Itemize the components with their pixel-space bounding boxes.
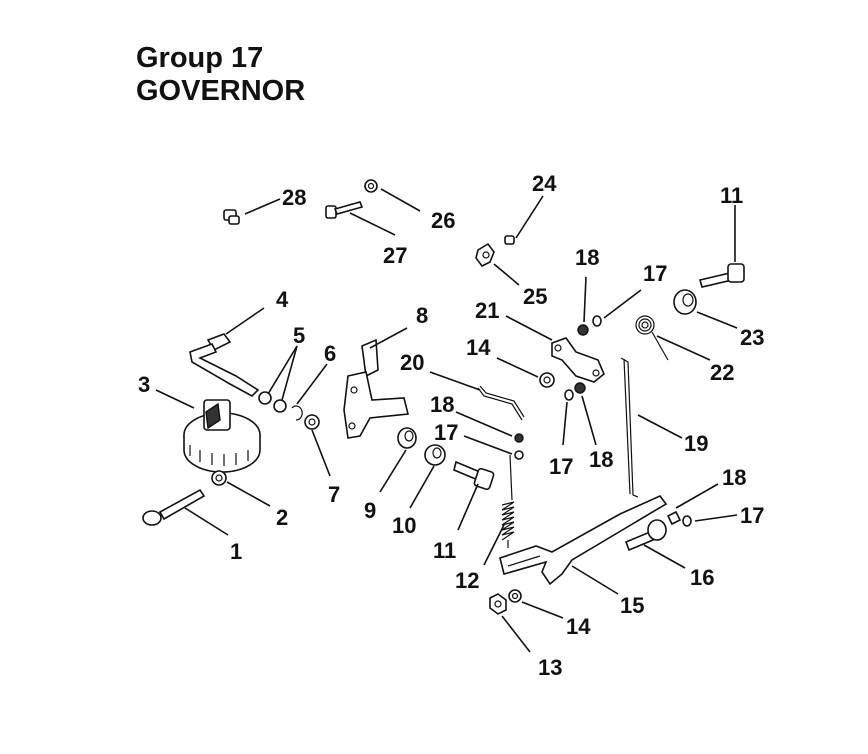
part-17-washer-right: [682, 515, 692, 527]
callout-12: 12: [455, 568, 479, 593]
callout-21: 21: [475, 298, 499, 323]
callout-18-upper: 18: [575, 245, 599, 270]
part-17-washer-lower: [564, 389, 574, 401]
callout-17-center: 17: [434, 420, 458, 445]
title-block: Group 17 GOVERNOR: [136, 42, 305, 108]
callout-18-center: 18: [430, 392, 454, 417]
part-20-link-rod: [477, 385, 525, 421]
callout-26: 26: [431, 208, 455, 233]
part-28-screw: [223, 209, 240, 225]
part-3-governor-gear: [183, 399, 261, 473]
part-18-nut-center: [514, 433, 524, 443]
leader-lines: [155, 188, 738, 653]
callout-19: 19: [684, 431, 708, 456]
callout-labels: 28 26 27 24 25 11 23 22 18 17 21 14 17 1…: [138, 171, 764, 680]
part-23-spacer: [673, 289, 697, 315]
callout-17-upper: 17: [643, 261, 667, 286]
part-17-washer-center: [514, 450, 524, 460]
callout-6: 6: [324, 341, 336, 366]
callout-4: 4: [276, 287, 289, 312]
callout-16: 16: [690, 565, 714, 590]
callout-22: 22: [710, 360, 734, 385]
part-1-shaft: [142, 488, 206, 526]
part-21-bracket: [551, 337, 605, 383]
callout-17-right: 17: [740, 503, 764, 528]
part-9-bushing: [397, 427, 417, 449]
callout-25: 25: [523, 284, 547, 309]
callout-11-lower: 11: [433, 538, 456, 563]
part-14-nut-lower: [508, 589, 522, 603]
part-18-nut-lower: [574, 382, 586, 394]
part-25-clip: [475, 242, 495, 268]
callout-18-right: 18: [722, 465, 746, 490]
callout-23: 23: [740, 325, 764, 350]
part-18-nut-upper: [577, 324, 589, 336]
group-label: Group 17: [136, 42, 264, 74]
part-7-washer: [304, 414, 320, 430]
part-4-governor-shaft: [189, 333, 260, 397]
part-11-bolt-upper: [698, 263, 745, 288]
callout-11-upper: 11: [720, 183, 743, 208]
part-14-nut-middle: [539, 372, 555, 388]
part-24-screw: [504, 235, 515, 245]
part-12-spring: [501, 454, 515, 548]
callout-14-lower: 14: [566, 614, 591, 639]
part-27-bolt: [325, 201, 364, 219]
callout-17-lower: 17: [549, 454, 573, 479]
callout-1: 1: [230, 539, 242, 564]
part-8-bracket: [343, 338, 409, 439]
callout-28: 28: [282, 185, 306, 210]
part-11-bolt-lower: [453, 460, 495, 491]
callout-9: 9: [364, 498, 376, 523]
part-6-clip: [291, 405, 303, 421]
page-title: GOVERNOR: [136, 75, 306, 107]
callout-20: 20: [400, 350, 424, 375]
part-17-washer-upper: [592, 315, 602, 327]
callout-5: 5: [293, 323, 305, 348]
callout-13: 13: [538, 655, 562, 680]
callout-18-lower: 18: [589, 447, 613, 472]
part-19-rod: [620, 357, 639, 498]
part-16-bolt: [624, 519, 667, 552]
part-18-nut-right: [666, 510, 682, 526]
part-22-spring: [635, 315, 669, 361]
callout-2: 2: [276, 505, 288, 530]
part-15-governor-lever: [499, 495, 668, 586]
callout-24: 24: [532, 171, 557, 196]
callout-8: 8: [416, 303, 428, 328]
callout-7: 7: [328, 482, 340, 507]
callout-15: 15: [620, 593, 644, 618]
callout-27: 27: [383, 243, 407, 268]
part-2-nut: [211, 470, 227, 486]
callout-10: 10: [392, 513, 416, 538]
part-26-nut: [364, 179, 378, 193]
part-10-spacer: [424, 444, 446, 466]
callout-14-middle: 14: [466, 335, 491, 360]
callout-3: 3: [138, 372, 150, 397]
part-5-washers: [258, 391, 287, 413]
part-13-nut: [489, 593, 507, 615]
